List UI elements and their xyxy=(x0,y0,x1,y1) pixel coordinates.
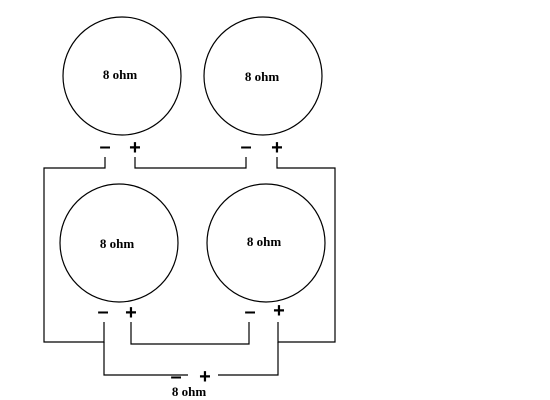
speaker-bottom-left: 8 ohm – + xyxy=(59,183,179,324)
wire-bottom-series xyxy=(130,322,250,345)
wire-left-outer xyxy=(43,157,106,343)
wire-output-minus xyxy=(103,342,188,376)
speaker-top-right: 8 ohm – + xyxy=(203,16,323,159)
plus-terminal: + xyxy=(273,300,285,322)
speaker-cone xyxy=(206,183,326,303)
speaker-top-left: 8 ohm – + xyxy=(62,16,182,159)
output-terminals: – + 8 ohm xyxy=(170,366,210,399)
output-impedance-label: 8 ohm xyxy=(172,384,206,399)
minus-terminal: – xyxy=(99,136,110,158)
plus-terminal: + xyxy=(271,137,283,159)
output-minus-terminal: – xyxy=(170,366,181,388)
wire-output-plus xyxy=(218,342,279,376)
minus-terminal: – xyxy=(244,301,255,323)
wire-top-series xyxy=(134,157,247,169)
plus-terminal: + xyxy=(129,137,141,159)
speaker-impedance-label: 8 ohm xyxy=(103,67,137,82)
speaker-cone xyxy=(203,16,323,136)
wiring xyxy=(43,157,336,376)
speaker-impedance-label: 8 ohm xyxy=(247,234,281,249)
speaker-cone xyxy=(62,16,182,136)
speaker-impedance-label: 8 ohm xyxy=(245,69,279,84)
speaker-bottom-right: 8 ohm – + xyxy=(206,183,326,323)
minus-terminal: – xyxy=(97,301,108,323)
wire-right-outer xyxy=(276,157,336,343)
output-plus-terminal: + xyxy=(199,366,211,388)
speaker-cone xyxy=(59,183,179,303)
plus-terminal: + xyxy=(125,302,137,324)
minus-terminal: – xyxy=(240,136,251,158)
speaker-impedance-label: 8 ohm xyxy=(100,236,134,251)
